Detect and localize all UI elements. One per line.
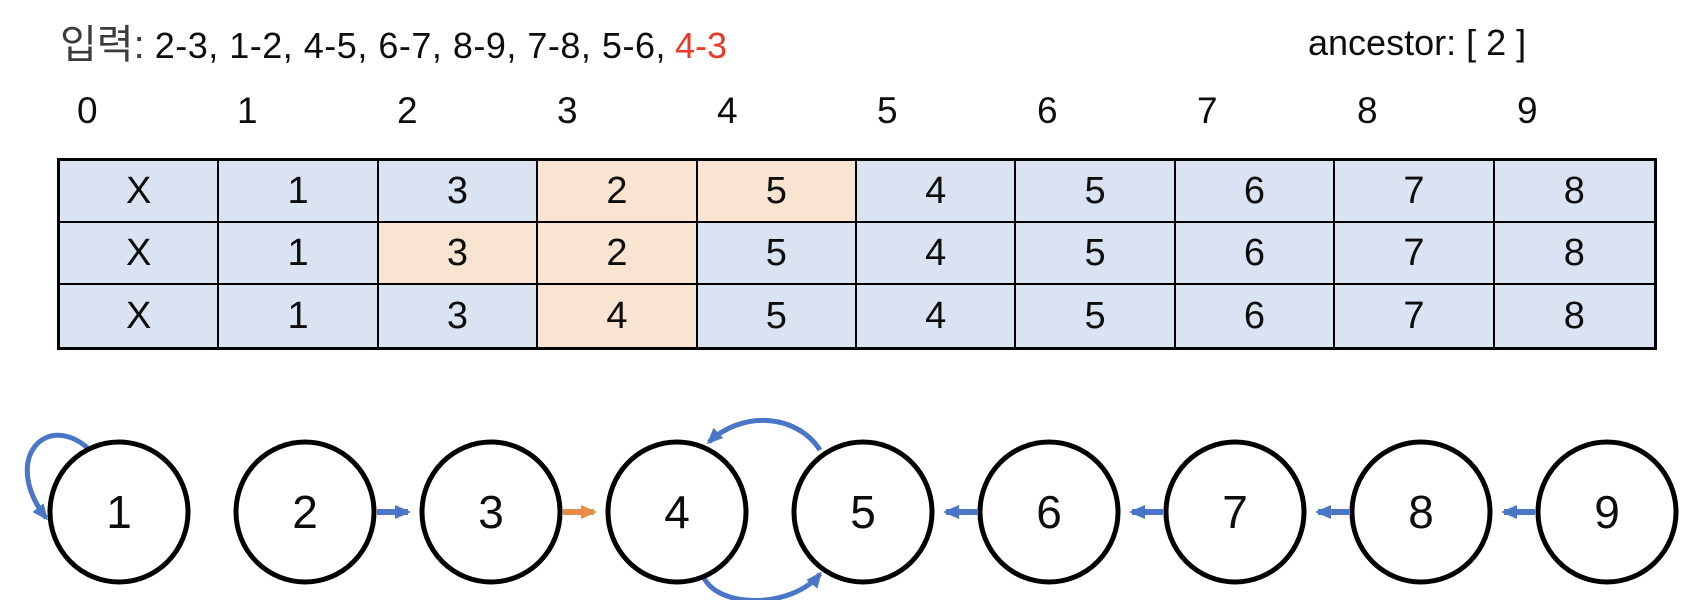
index-label: 8 — [1357, 90, 1378, 131]
table-cell: 4 — [856, 161, 1017, 223]
graph-node: 9 — [1535, 439, 1679, 585]
graph-node: 6 — [977, 439, 1121, 585]
node-circle — [47, 439, 191, 585]
node-label: 5 — [850, 486, 876, 538]
node-label: 4 — [664, 486, 690, 538]
node-label: 7 — [1222, 486, 1248, 538]
input-label: 입력: — [60, 23, 145, 67]
index-label: 1 — [237, 90, 258, 131]
graph-node: 5 — [791, 439, 935, 585]
node-label: 9 — [1594, 486, 1620, 538]
graph-node: 2 — [233, 439, 377, 585]
node-label: 6 — [1036, 486, 1062, 538]
table-cell-highlighted: 5 — [697, 161, 857, 223]
table-cell: X — [60, 223, 220, 285]
node-label: 8 — [1408, 486, 1434, 538]
table-row: X 1 3 4 5 4 5 6 7 8 — [60, 285, 1654, 347]
edge-1-self-loop-arrow — [24, 432, 94, 521]
table-cell: 3 — [378, 285, 539, 347]
table-cell: 5 — [697, 285, 857, 347]
table-cell-highlighted: 2 — [538, 223, 698, 285]
graph-node: 3 — [419, 439, 563, 585]
table-cell: 4 — [856, 223, 1017, 285]
node-circle — [233, 439, 377, 585]
node-circle — [1535, 439, 1679, 585]
graph-node: 1 — [47, 439, 191, 585]
table-cell: 6 — [1175, 161, 1336, 223]
node-circle — [1349, 439, 1493, 585]
table-cell-highlighted: 2 — [538, 161, 698, 223]
graph-node: 8 — [1349, 439, 1493, 585]
table-cell: 3 — [378, 161, 539, 223]
table-cell: 7 — [1335, 161, 1495, 223]
table-cell: X — [60, 161, 220, 223]
node-circle — [605, 439, 749, 585]
index-label: 3 — [557, 90, 578, 131]
parent-array-table: X 1 3 2 5 4 5 6 7 8 X 1 3 2 5 4 5 6 7 8 … — [57, 158, 1657, 350]
index-row: 0 1 2 3 4 5 6 7 8 9 — [57, 90, 1657, 132]
edge-5-4-curved-top-arrow — [706, 418, 823, 452]
node-circle — [791, 439, 935, 585]
index-label: 2 — [397, 90, 418, 131]
table-cell: 5 — [1016, 223, 1176, 285]
index-label: 7 — [1197, 90, 1218, 131]
node-label: 1 — [106, 486, 132, 538]
graph-node: 7 — [1163, 439, 1307, 585]
table-cell: 1 — [219, 223, 379, 285]
input-list: 2-3, 1-2, 4-5, 6-7, 8-9, 7-8, 5-6, — [154, 25, 666, 66]
index-label: 4 — [717, 90, 738, 131]
table-cell-highlighted: 3 — [378, 223, 539, 285]
table-row: X 1 3 2 5 4 5 6 7 8 — [60, 223, 1654, 285]
index-label: 5 — [877, 90, 898, 131]
table-cell: 8 — [1494, 223, 1654, 285]
node-circle — [419, 439, 563, 585]
table-cell: 8 — [1494, 285, 1654, 347]
index-label: 9 — [1517, 90, 1538, 131]
node-label: 2 — [292, 486, 318, 538]
table-cell-highlighted: 4 — [538, 285, 698, 347]
table-cell: 4 — [856, 285, 1017, 347]
input-line: 입력: 2-3, 1-2, 4-5, 6-7, 8-9, 7-8, 5-6, 4… — [60, 12, 727, 70]
table-cell: X — [60, 285, 220, 347]
table-cell: 6 — [1175, 285, 1336, 347]
input-highlight-pair: 4-3 — [674, 25, 727, 66]
table-cell: 5 — [1016, 161, 1176, 223]
table-cell: 7 — [1335, 285, 1495, 347]
node-circle — [977, 439, 1121, 585]
table-cell: 5 — [1016, 285, 1176, 347]
table-cell: 1 — [219, 161, 379, 223]
ancestor-result: ancestor: [ 2 ] — [1308, 22, 1527, 63]
graph-node: 4 — [605, 439, 749, 585]
index-label: 6 — [1037, 90, 1058, 131]
edge-4-5-curved-bottom-arrow — [700, 571, 822, 600]
index-label: 0 — [77, 90, 98, 131]
table-cell: 5 — [697, 223, 857, 285]
table-cell: 6 — [1175, 223, 1336, 285]
table-row: X 1 3 2 5 4 5 6 7 8 — [60, 161, 1654, 223]
node-label: 3 — [478, 486, 504, 538]
table-cell: 7 — [1335, 223, 1495, 285]
table-cell: 8 — [1494, 161, 1654, 223]
node-graph: 1 2 3 4 5 6 7 8 — [24, 418, 1679, 600]
table-cell: 1 — [219, 285, 379, 347]
node-circle — [1163, 439, 1307, 585]
